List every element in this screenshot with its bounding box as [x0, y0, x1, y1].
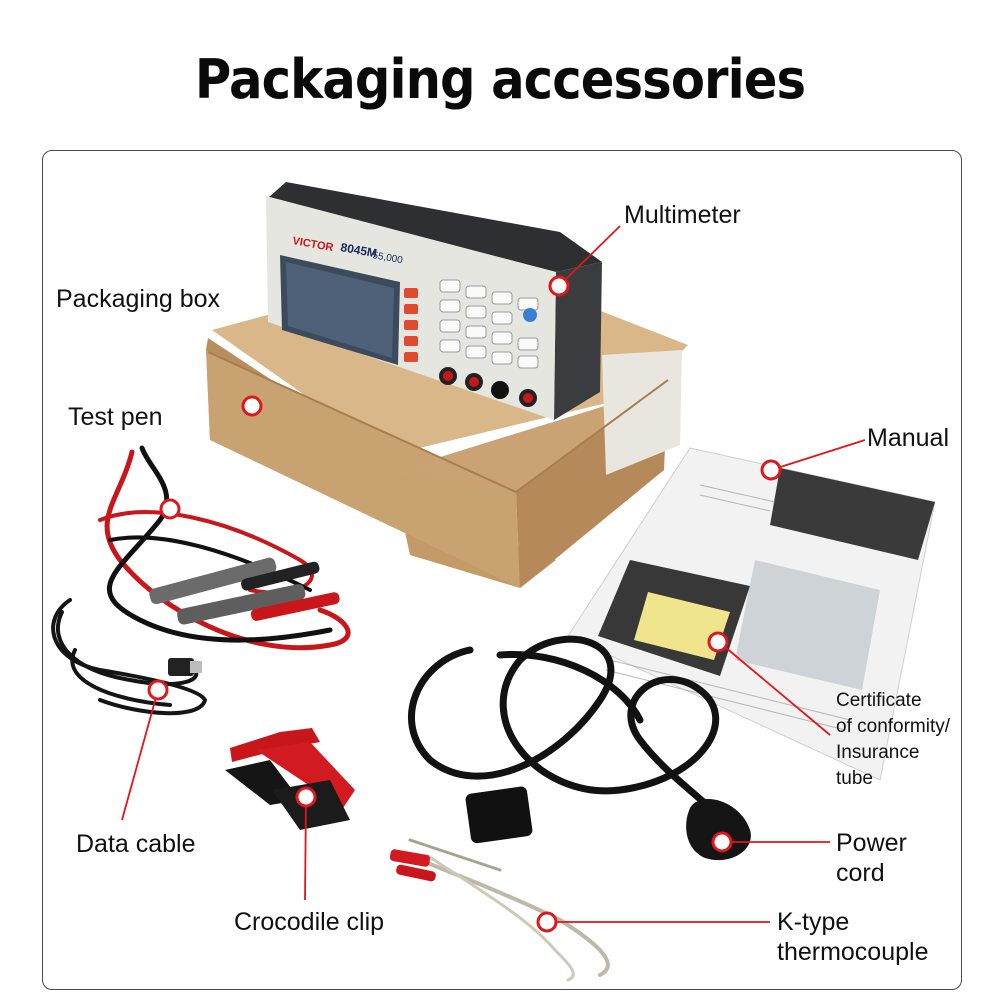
label-thermocouple: K-type thermocouple [777, 908, 929, 966]
label-certificate: Certificate of conformity/ Insurance tub… [836, 690, 951, 789]
label-multimeter: Multimeter [624, 201, 741, 229]
marker-packaging-box [241, 395, 263, 417]
power-cord [408, 635, 751, 861]
count-text: 55,000 [371, 250, 403, 266]
callout-markers [147, 275, 782, 933]
page-title: Packaging accessories [194, 48, 806, 111]
thermocouple [389, 838, 610, 982]
multimeter-device: VICTOR 8045M 55,000 [266, 182, 602, 420]
marker-data-cable [147, 679, 169, 701]
model-text: 8045M [339, 240, 378, 260]
label-data-cable: Data cable [76, 830, 196, 858]
marker-manual [760, 459, 782, 481]
marker-test-pen [159, 498, 181, 520]
label-power-cord: Power cord [836, 829, 907, 887]
label-manual: Manual [867, 424, 949, 452]
marker-power-cord [711, 831, 733, 853]
test-pen-leads [98, 445, 351, 651]
callout-lines [121, 225, 866, 923]
data-cable [51, 598, 208, 716]
label-crocodile-clip: Crocodile clip [234, 908, 385, 936]
crocodile-clips [225, 728, 355, 830]
marker-crocodile-clip [295, 786, 317, 808]
manual-booklet [567, 447, 936, 781]
marker-certificate [707, 631, 729, 653]
label-test-pen: Test pen [68, 403, 163, 431]
marker-multimeter [548, 275, 570, 297]
label-packaging-box: Packaging box [56, 285, 221, 313]
marker-thermocouple [536, 911, 558, 933]
